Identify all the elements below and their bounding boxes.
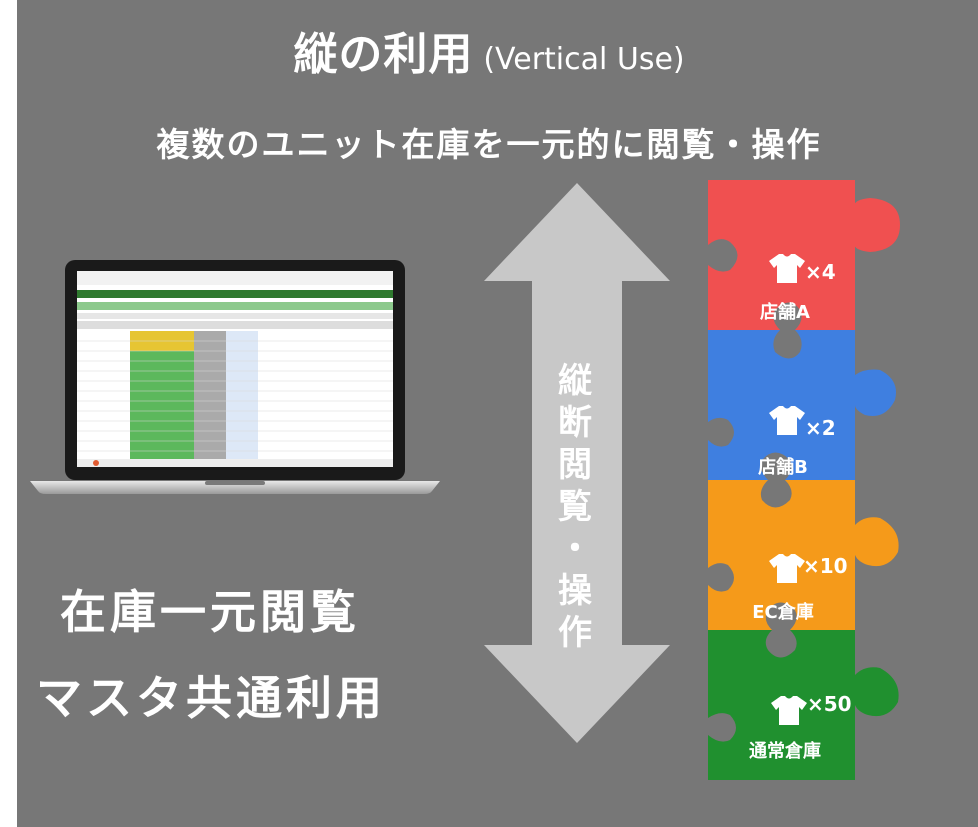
- slide-subtitle: 複数のユニット在庫を一元的に閲覧・操作: [156, 125, 822, 164]
- tshirt-icon: [771, 696, 807, 725]
- slide-title: 縦の利用 (Vertical Use): [0, 18, 978, 82]
- unit-name: 店舗B: [758, 457, 808, 478]
- tshirt-icon: [769, 406, 805, 435]
- puzzle-piece-ec-warehouse: [708, 480, 899, 630]
- feature-inventory-view: 在庫一元閲覧: [60, 585, 360, 639]
- title-main: 縦の利用: [293, 29, 474, 80]
- unit-name: 店舗A: [760, 302, 810, 323]
- unit-qty: ×10: [803, 554, 848, 578]
- arrow-label-char: 閲: [558, 445, 592, 485]
- feature-master-sharing: マスタ共通利用: [36, 671, 386, 725]
- arrow-label-char: 操: [558, 571, 592, 611]
- unit-qty: ×4: [805, 260, 836, 284]
- arrow-label-char: 作: [558, 613, 592, 653]
- puzzle-piece-store-a: [708, 180, 900, 330]
- arrow-label-char: 断: [558, 403, 592, 443]
- tshirt-icon: [769, 254, 805, 283]
- arrow-label-char: 縦: [558, 361, 592, 401]
- arrow-label: 縦 断 閲 覧 ・ 操 作: [555, 360, 595, 654]
- tshirt-icon: [769, 554, 805, 583]
- unit-name: EC倉庫: [752, 602, 814, 623]
- title-english: (Vertical Use): [483, 42, 685, 77]
- puzzle-piece-store-b: [708, 330, 896, 480]
- unit-qty: ×50: [807, 692, 852, 716]
- double-arrow: [484, 183, 670, 743]
- arrow-label-char: ・: [558, 529, 592, 569]
- arrow-label-char: 覧: [558, 487, 592, 527]
- laptop-screenshot-image: [30, 260, 440, 494]
- unit-qty: ×2: [805, 416, 836, 440]
- arrow-shape: [484, 183, 670, 743]
- unit-name: 通常倉庫: [749, 741, 821, 762]
